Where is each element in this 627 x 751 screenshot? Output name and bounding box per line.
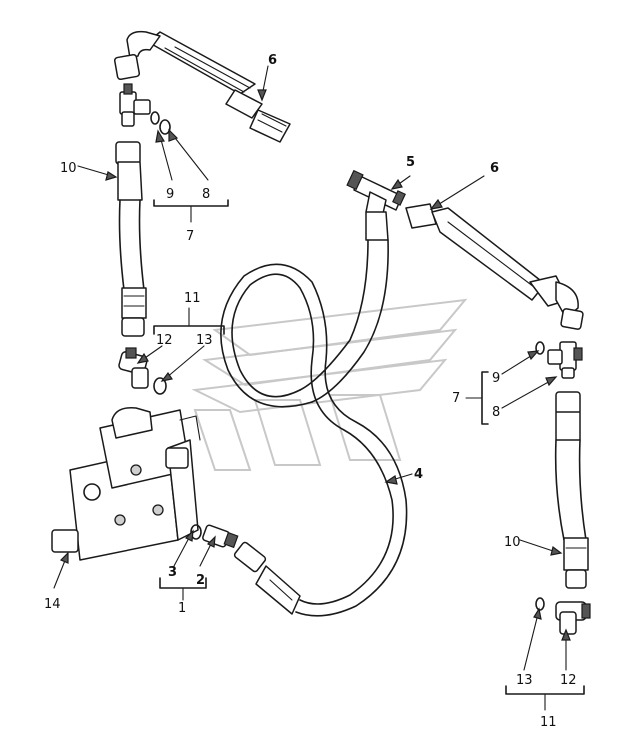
elbow-fitting-12-left <box>118 347 149 389</box>
hose-6-right <box>405 203 584 330</box>
label-11-left: 11 <box>184 291 201 306</box>
o-ring-8-left <box>159 119 171 135</box>
label-13-right: 13 <box>516 673 533 688</box>
valve-block-14 <box>51 407 201 561</box>
hose-4-long-loop <box>220 211 408 617</box>
leader-lines <box>53 65 571 671</box>
label-7-right: 7 <box>452 391 460 406</box>
label-10-right: 10 <box>504 535 521 550</box>
hose-6-upper <box>113 30 291 143</box>
watermark-logo <box>191 298 468 471</box>
label-8-right: 8 <box>492 405 500 420</box>
tee-fitting-right <box>547 341 583 379</box>
o-ring-13-left <box>153 377 167 395</box>
label-8-left: 8 <box>202 187 210 202</box>
label-5: 5 <box>406 155 415 170</box>
label-10-left: 10 <box>60 161 77 176</box>
label-4: 4 <box>414 467 423 482</box>
label-9-right: 9 <box>492 371 500 386</box>
label-12-right: 12 <box>560 673 577 688</box>
o-ring-3 <box>190 524 202 540</box>
o-ring-9-right <box>535 341 545 355</box>
brackets <box>153 199 585 711</box>
hose-10-left <box>115 141 147 337</box>
elbow-fitting-12-right <box>555 601 591 635</box>
label-13-left: 13 <box>196 333 213 348</box>
tee-fitting-left <box>119 83 151 127</box>
hose-10-right <box>554 391 589 589</box>
label-2: 2 <box>196 573 205 588</box>
label-6-right: 6 <box>490 161 499 176</box>
label-11-right: 11 <box>540 715 557 730</box>
tee-fitting-5 <box>346 169 406 219</box>
label-3: 3 <box>168 565 177 580</box>
label-9-left: 9 <box>166 187 174 202</box>
label-12-left: 12 <box>156 333 173 348</box>
o-ring-13-right <box>535 597 545 611</box>
o-ring-9-left <box>150 111 160 125</box>
label-6-top: 6 <box>268 53 277 68</box>
label-14: 14 <box>44 597 61 612</box>
label-7-left: 7 <box>186 229 194 244</box>
label-1: 1 <box>178 601 186 616</box>
